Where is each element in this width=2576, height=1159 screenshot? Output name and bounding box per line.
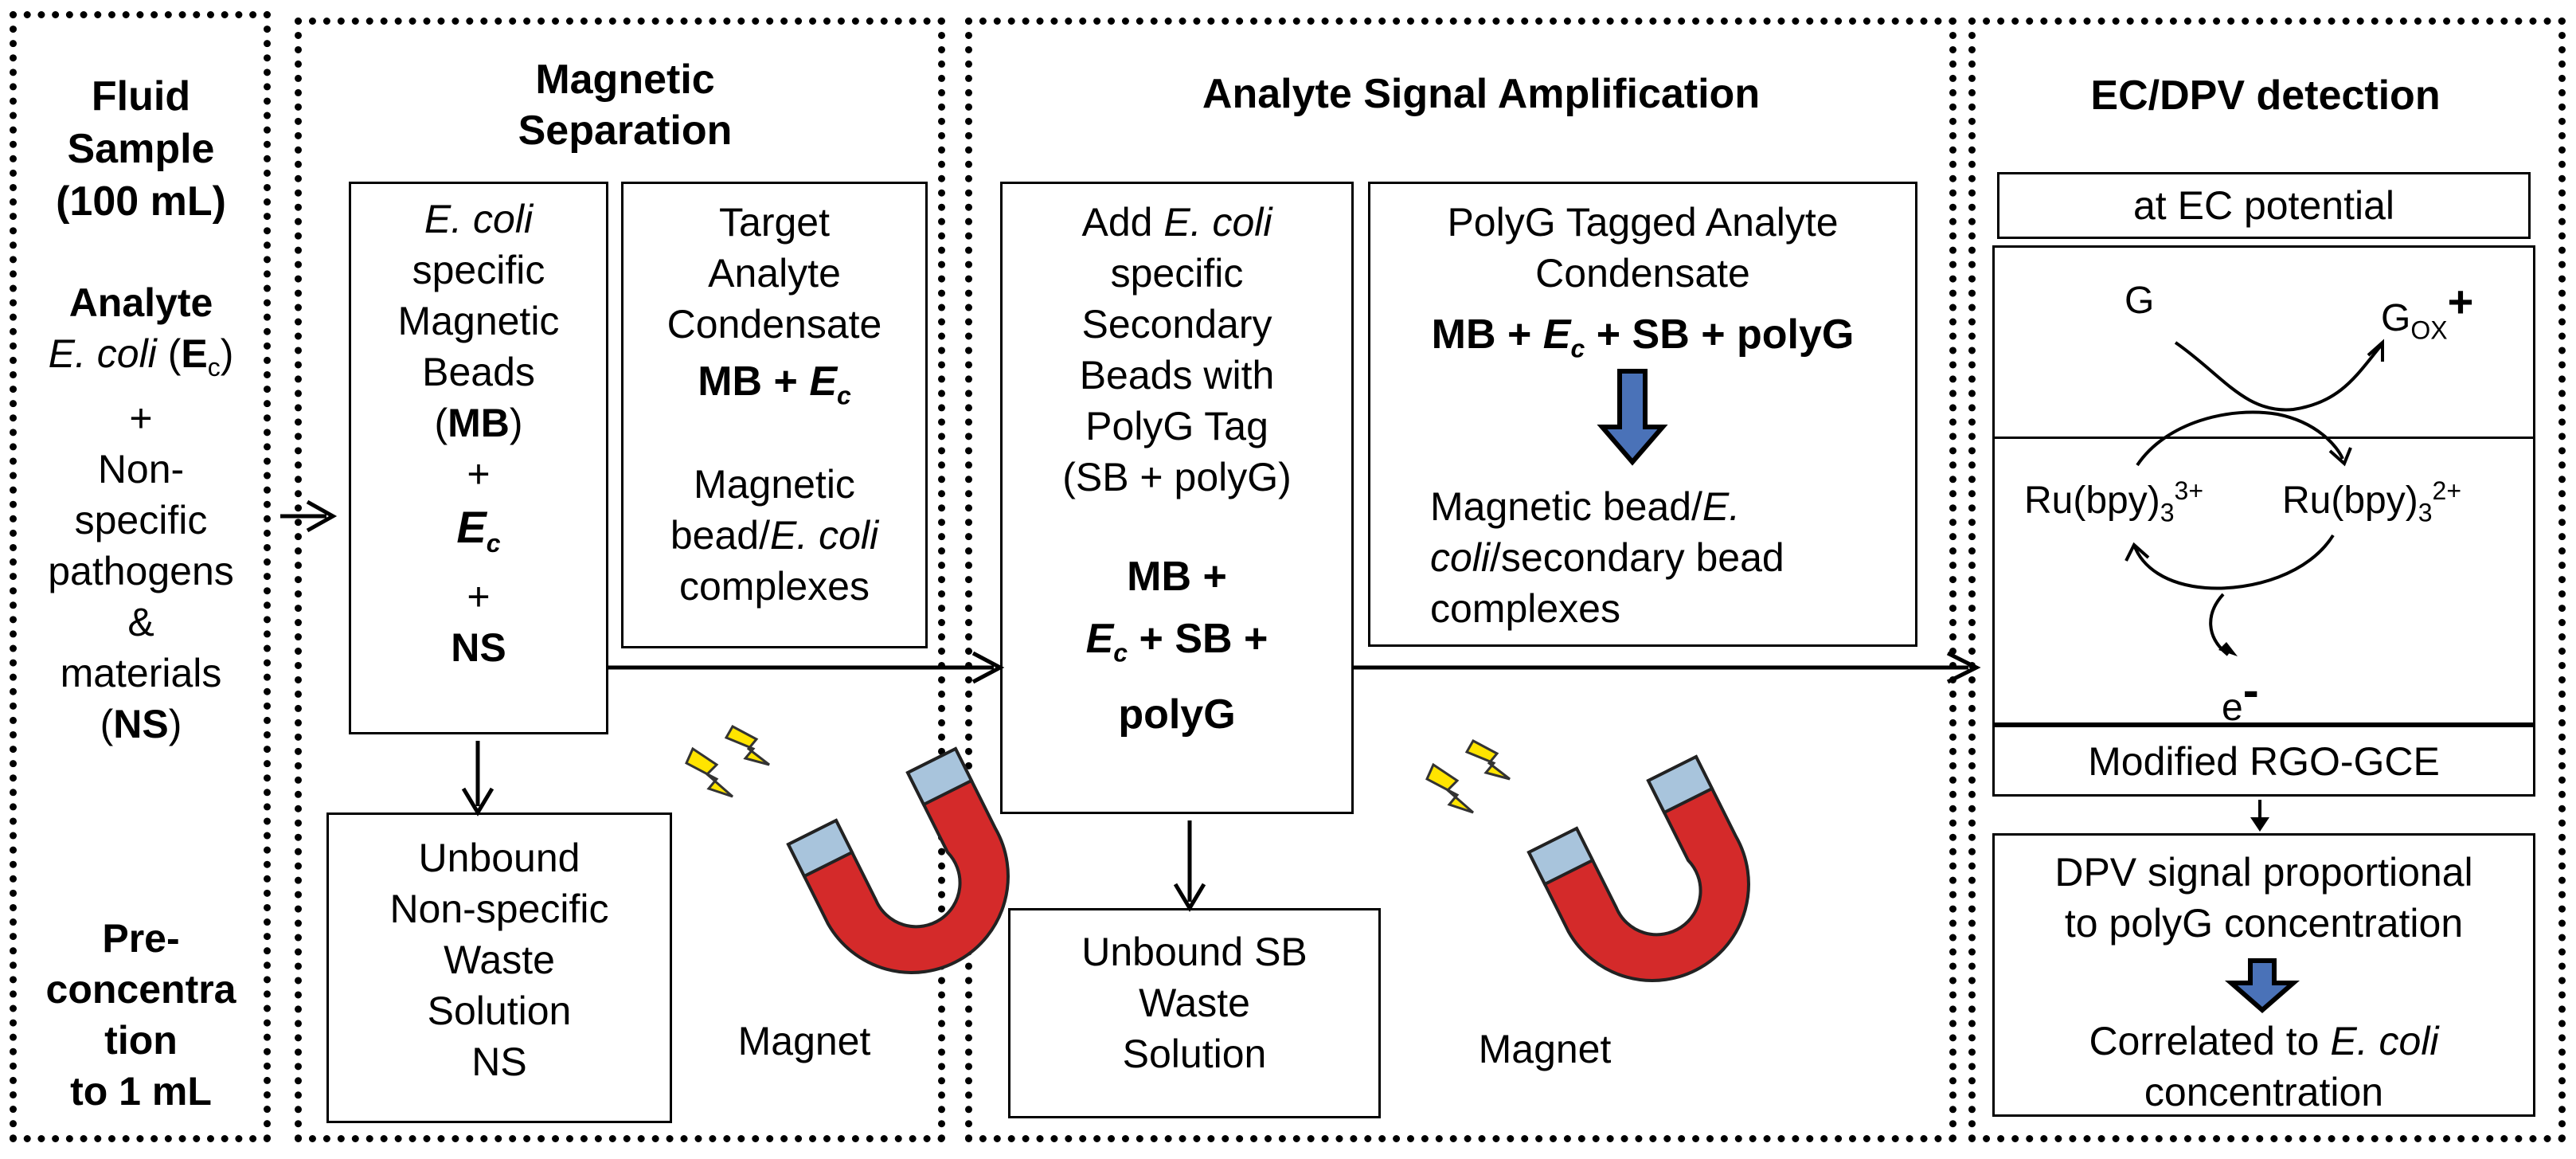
target-condensate-box: Target Analyte Condensate MB + Ec Magnet… (621, 182, 928, 648)
panel-signal-amplification (965, 18, 1956, 1142)
redox-reaction-box (1992, 245, 2535, 725)
redox-divider (1992, 437, 2535, 439)
arrow-sample-to-separation (280, 499, 338, 533)
electrode-box: Modified RGO-GCE (1992, 725, 2535, 797)
secondary-beads-box: Add E. coli specific Secondary Beads wit… (1000, 182, 1354, 814)
magnet-icon-2 (1526, 754, 1750, 982)
magnetic-beads-box: E. coli specific Magnetic Beads (MB) + E… (349, 182, 608, 734)
magnet-label-2: Magnet (1478, 1027, 1612, 1071)
unbound-sb-waste-box: Unbound SB Waste Solution (1008, 908, 1381, 1118)
fluid-sample-title: Fluid Sample (100 mL) (56, 73, 226, 225)
blue-down-arrow-dpv (2224, 958, 2300, 1013)
preconcentration-label: Pre- concentra tion to 1 mL (45, 916, 236, 1114)
g-label: G (2125, 280, 2155, 322)
analyte-description: Analyte E. coli (Ec) + Non- specific pat… (48, 280, 234, 746)
panel-fluid-sample (10, 11, 271, 1142)
ec-potential-box: at EC potential (1997, 172, 2531, 239)
panel-magnetic-separation (295, 18, 945, 1142)
ru-left-label: Ru(bpy)33+ (2024, 476, 2203, 527)
lightning-icon-2 (1425, 738, 1511, 814)
arrow-beads-to-waste (461, 741, 494, 816)
panel-ec-dpv-detection (1968, 18, 2566, 1142)
ru-right-label: Ru(bpy)32+ (2282, 476, 2461, 527)
gox-label: GOX+ (2381, 276, 2474, 345)
magnet-label-1: Magnet (737, 1019, 871, 1063)
magnetic-separation-title: Magnetic Separation (518, 57, 733, 154)
signal-amplification-title: Analyte Signal Amplification (1202, 71, 1761, 117)
polyg-complex-description: Magnetic bead/E. coli/secondary bead com… (1430, 484, 1784, 631)
lightning-icon-1 (685, 724, 770, 798)
magnet-icon-1 (786, 746, 1010, 974)
arrow-separation-to-amplification (608, 651, 1005, 684)
arrow-secondary-to-waste (1173, 820, 1206, 912)
ec-dpv-title: EC/DPV detection (2090, 72, 2441, 119)
arrow-amplification-to-detection (1354, 651, 1981, 684)
arrow-electrode-to-dpv (2250, 800, 2269, 832)
blue-down-arrow-condensate (1597, 369, 1668, 466)
nonspecific-waste-box: Unbound Non-specific Waste Solution NS (326, 812, 672, 1123)
redox-arrows (2125, 339, 2384, 656)
electron-label: e- (2222, 664, 2259, 729)
